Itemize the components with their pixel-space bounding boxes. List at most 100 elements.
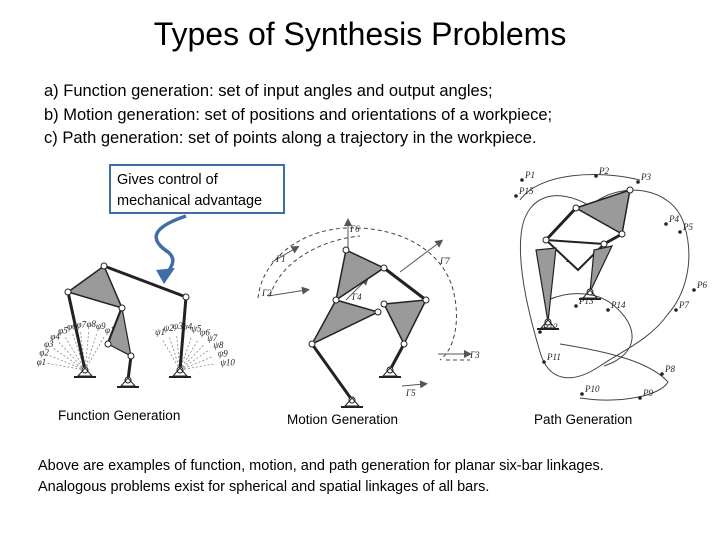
svg-text:Γ6: Γ6	[349, 224, 360, 234]
path-point	[636, 180, 640, 184]
path-point	[520, 178, 524, 182]
motion-link	[310, 343, 354, 401]
path-point-label: P4	[668, 214, 679, 224]
motion-generation-caption: Motion Generation	[287, 412, 399, 427]
footer-text: Above are examples of function, motion, …	[38, 456, 604, 498]
path-generation-figure: P1P2P3P4P5P6P7P8P9P10P11P12P13P14P15P0	[514, 166, 707, 401]
path-point	[678, 230, 682, 234]
angle-label: φ5	[58, 326, 68, 336]
motion-coupler-2	[310, 299, 381, 346]
angle-label: ψ4	[182, 321, 193, 331]
path-point	[594, 174, 598, 178]
angle-ray	[179, 363, 216, 371]
footer-line-1: Above are examples of function, motion, …	[38, 458, 604, 474]
path-point	[542, 360, 546, 364]
angle-label: ψ3	[173, 321, 184, 331]
angle-label: ψ7	[207, 333, 218, 343]
problem-type-motion: b) Motion generation: set of positions a…	[44, 105, 553, 124]
angle-ray	[47, 363, 86, 371]
path-point-label: P5	[682, 222, 693, 232]
function-link	[178, 296, 188, 371]
function-ternary-link	[66, 264, 124, 310]
path-point	[660, 372, 664, 376]
angle-ray	[168, 335, 181, 371]
angle-label: ψ10	[220, 357, 235, 367]
path-point	[606, 308, 610, 312]
coupler-curve	[519, 189, 690, 379]
motion-coupler-3	[382, 299, 428, 346]
angle-label: φ3	[44, 339, 54, 349]
path-point-label: P3	[640, 172, 651, 182]
ground-pivot-icon	[537, 318, 559, 330]
ground-pivot-icon	[341, 396, 363, 408]
angle-label: φ9	[96, 321, 106, 331]
svg-text:Γ5: Γ5	[405, 388, 416, 398]
callout-arrow	[154, 214, 187, 277]
angle-label: ψ8	[213, 340, 224, 350]
motion-generation-figure: Γ1 Γ2 Γ3 Γ4 Γ5 Γ6 Γ7	[257, 218, 480, 408]
path-point-label: P15	[518, 186, 534, 196]
svg-text:Γ2: Γ2	[261, 288, 272, 298]
problem-types-list: a) Function generation: set of input ang…	[44, 80, 552, 151]
path-point-label: P14	[610, 300, 626, 310]
path-point-label: P11	[546, 352, 561, 362]
ground-pivot-icon	[117, 376, 139, 388]
path-point-label: P12	[542, 322, 558, 332]
angle-label: ψ2	[164, 323, 175, 333]
angle-ray	[179, 349, 210, 371]
path-link-bar	[544, 206, 578, 242]
angle-label: φ6	[67, 321, 77, 331]
svg-text:Γ7: Γ7	[439, 256, 450, 266]
motion-coupler-1	[334, 248, 386, 302]
angle-label: φ2	[39, 348, 49, 358]
motion-link	[383, 266, 427, 302]
path-point	[574, 304, 578, 308]
function-generation-caption: Function Generation	[58, 408, 181, 423]
callout-line-2: mechanical advantage	[117, 193, 263, 209]
slide-title: Types of Synthesis Problems	[153, 16, 567, 52]
path-point	[692, 288, 696, 292]
path-link	[589, 245, 614, 293]
path-point-label: P1	[524, 170, 535, 180]
path-generation-caption: Path Generation	[534, 412, 633, 427]
path-link	[535, 247, 557, 323]
motion-link	[388, 343, 406, 371]
footer-line-2: Analogous problems exist for spherical a…	[38, 479, 490, 495]
callout-line-1: Gives control of	[117, 172, 218, 188]
function-link	[66, 291, 87, 371]
angle-label: ψ5	[191, 323, 202, 333]
path-coupler	[574, 188, 631, 236]
function-link-2	[107, 305, 132, 358]
function-link	[126, 355, 133, 381]
path-point-label: P8	[664, 364, 675, 374]
function-generation-figure: φ1φ2φ3φ4φ5φ6φ7φ8φ9φ10 ψ1ψ2ψ3ψ4ψ5ψ6ψ7ψ8ψ9…	[37, 262, 235, 388]
angle-label: ψ1	[155, 327, 165, 337]
path-point-label: P6	[696, 280, 707, 290]
path-point-label: P10	[584, 384, 600, 394]
angle-label: ψ9	[218, 348, 229, 358]
path-point	[580, 392, 584, 396]
ground-pivot-icon	[74, 366, 96, 378]
angle-label: φ4	[50, 332, 60, 342]
angle-ray	[179, 343, 205, 371]
path-point	[664, 222, 668, 226]
angle-label: φ8	[86, 319, 96, 329]
path-point-label: P9	[642, 388, 653, 398]
angle-label: φ1	[37, 357, 46, 367]
path-point	[538, 330, 542, 334]
path-point	[674, 308, 678, 312]
function-link	[103, 264, 187, 299]
ground-pivot-icon	[379, 366, 401, 378]
ground-pivot-icon	[579, 288, 601, 300]
svg-text:Γ1: Γ1	[275, 254, 286, 264]
problem-type-function: a) Function generation: set of input ang…	[44, 82, 493, 100]
callout-arrowhead-icon	[156, 268, 175, 284]
angle-label: φ7	[77, 319, 87, 329]
svg-text:Γ3: Γ3	[469, 350, 480, 360]
motion-trajectory	[257, 227, 470, 361]
angle-label: ψ6	[200, 327, 211, 337]
path-ternary-link	[543, 238, 607, 272]
ground-pivot-icon	[169, 366, 191, 378]
